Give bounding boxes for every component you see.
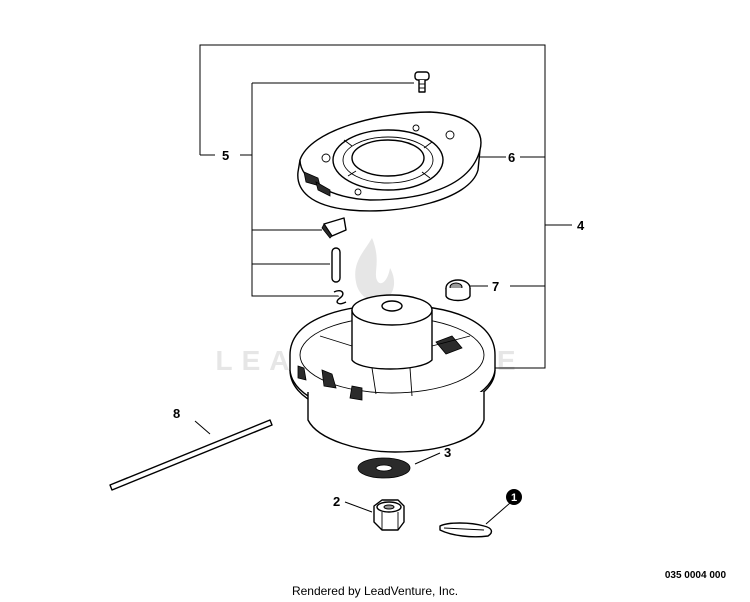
callout-3[interactable]: 3 [444,445,451,460]
cover-plate-part [297,111,482,212]
callout-5[interactable]: 5 [222,148,229,163]
screw-part [414,71,430,93]
wedge-part [321,217,347,239]
spool-housing-part [289,294,496,453]
washer-part [357,457,411,479]
watermark-flame-icon [355,238,395,303]
callout-7[interactable]: 7 [492,279,499,294]
callout-8[interactable]: 8 [173,406,180,421]
callout-1[interactable]: 1 [511,492,517,504]
callout-1-badge[interactable]: 1 [506,489,522,505]
callout-4[interactable]: 4 [577,218,585,233]
drawing-number: 035 0004 000 [664,570,726,581]
bracket-lines [194,44,572,525]
footer-credit: Rendered by LeadVenture, Inc. [291,584,459,598]
spring-part [333,289,347,305]
trimmer-line-part [109,419,273,491]
pin-part [331,247,341,283]
nut-part [373,499,405,531]
callout-2[interactable]: 2 [333,494,340,509]
cotter-pin-part [439,522,493,538]
callout-6[interactable]: 6 [508,150,515,165]
grommet-part [445,279,471,302]
callout-labels: 5 6 4 7 8 3 2 1 [173,148,585,509]
